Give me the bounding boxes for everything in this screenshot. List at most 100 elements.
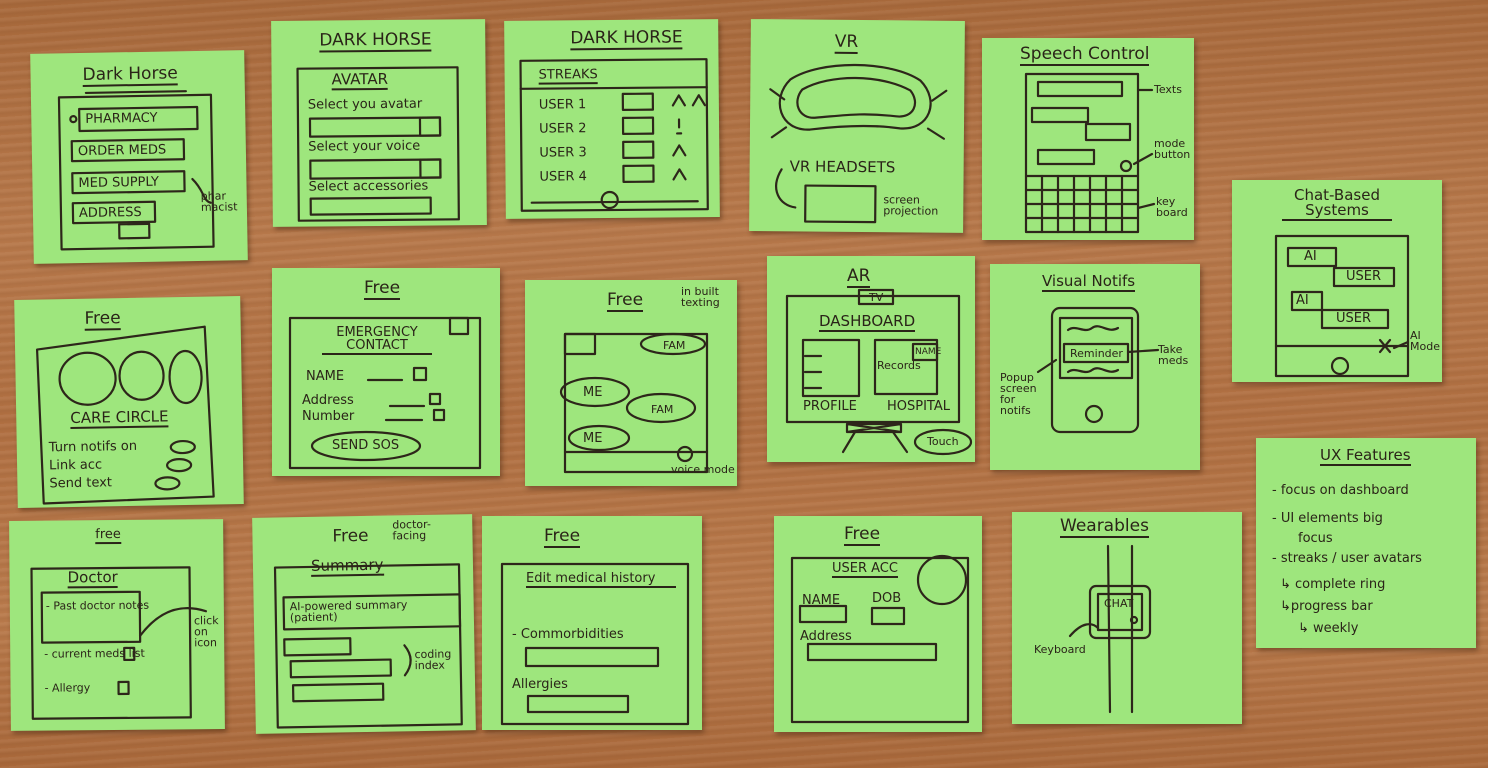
summary-sketch [273,563,463,729]
side-label: in built texting [681,285,720,309]
note-title: Free [607,290,644,312]
wearables-sketch [1068,544,1152,714]
summary-text: AI-powered summary (patient) [289,598,408,625]
note-heading: AVATAR [331,69,389,91]
side-label: AI Mode [1410,329,1440,353]
care-circle-sketch [35,325,215,505]
chat-sketch [1274,234,1410,378]
menu-item: ADDRESS [78,204,142,222]
avatar-sketch [296,66,460,222]
chat-bubble-me: ME [583,431,603,446]
note-heading: EMERGENCY CONTACT [322,326,432,355]
sticky-note-texting: Free in built texting FAM ME FAM ME voic… [525,280,737,486]
tv-label: TV [869,291,884,304]
texting-sketch [559,332,709,474]
vr-sketch [769,63,948,224]
side-label: phar macist [200,189,238,214]
side-label: key board [1156,195,1188,219]
field-label: DOB [872,591,902,606]
feature-line: ↳ complete ring [1280,577,1386,592]
sketch-label: VR HEADSETS [789,157,896,177]
field-label: NAME [802,593,841,608]
sticky-note-medical-history: Free Edit medical history - Commorbiditi… [482,516,702,730]
sketch-line: Select you avatar [307,96,423,113]
speech-sketch [1024,72,1156,234]
streak-user: USER 4 [539,169,587,185]
sticky-note-ar-dashboard: AR TV DASHBOARD Records NAME PROFILE HOS… [767,256,975,462]
sticky-note-avatar: DARK HORSE AVATAR Select you avatar Sele… [271,19,487,227]
name-label: NAME [915,347,942,357]
menu-item: PHARMACY [85,110,158,127]
medical-history-sketch [500,562,690,726]
care-circle-option: Turn notifs on [48,438,138,456]
form-field-label: Address [302,393,354,408]
chat-bubble-fam: FAM [663,339,686,352]
care-circle-option: Send text [49,475,113,492]
note-title: Free [364,278,401,300]
doctor-sketch [30,566,207,720]
streak-user: USER 1 [538,97,587,113]
side-label: doctor-facing [392,517,431,543]
form-field-label: NAME [306,369,345,384]
user-account-sketch [790,554,970,724]
feature-line: focus [1298,531,1333,546]
field-label: Address [800,629,852,644]
sos-button: SEND SOS [332,438,400,453]
sketch-line: Select your voice [308,138,421,155]
streak-user: USER 2 [539,121,587,137]
doctor-item: - Past doctor notes [45,598,150,613]
streaks-sketch [519,58,709,212]
history-line: - Commorbidities [512,627,624,642]
hospital-label: HOSPITAL [887,399,951,414]
chat-bubble-user: USER [1336,311,1372,326]
sticky-note-vr: VR VR HEADSETS screen projection [749,19,965,233]
note-heading: CARE CIRCLE [70,407,169,430]
note-title: Dark Horse [82,63,179,87]
feature-line: - UI elements big [1272,511,1383,526]
note-heading: DASHBOARD [819,312,916,332]
menu-item: MED SUPPLY [78,174,160,192]
sticky-note-wearables: Wearables CHAT Keyboard [1012,512,1242,724]
menu-item: ORDER MEDS [77,142,167,160]
note-title: DARK HORSE [570,27,683,51]
records-label: Records [877,359,921,372]
note-heading: USER ACC [832,561,898,578]
chat-bubble-ai: AI [1304,249,1317,264]
side-label: mode button [1154,137,1191,161]
note-title: Free [844,524,881,546]
chat-bubble-fam: FAM [651,403,674,416]
doctor-item: - Allergy [44,681,91,695]
note-title: free [95,526,121,545]
reminder-label: Reminder [1070,347,1123,360]
feature-line: - focus on dashboard [1272,483,1409,498]
side-label: Popup screen for notifs [1000,371,1037,417]
note-title: Visual Notifs [1042,272,1136,292]
feature-line: ↳ weekly [1298,621,1359,636]
side-label: coding index [414,647,452,673]
chat-label: CHAT [1104,597,1134,610]
note-title: Free [544,526,581,548]
ar-sketch [785,288,973,456]
chat-bubble-me: ME [583,385,603,400]
care-circle-option: Link acc [48,457,103,474]
visual-notifs-sketch [1036,306,1160,434]
note-heading: Doctor [67,567,118,589]
sticky-note-pharmacy: Dark Horse PHARMACY ORDER MEDS MED SUPPL… [30,50,248,264]
profile-label: PROFILE [803,399,857,414]
note-heading: STREAKS [538,67,598,85]
chat-bubble-ai: AI [1296,293,1309,308]
note-heading: Summary [310,555,384,577]
note-title: Free [84,308,121,331]
sticky-note-speech-control: Speech Control Texts mode button key boa… [982,38,1194,240]
note-heading: Edit medical history [526,572,676,588]
note-title: VR [834,31,859,55]
side-label: screen projection [883,193,939,218]
pharmacy-sketch [57,90,215,251]
form-field-label: Number [302,409,355,424]
sticky-note-streaks: DARK HORSE STREAKS USER 1 USER 2 USER 3 … [504,19,720,219]
side-label: click on icon [193,614,219,650]
sticky-note-user-account: Free USER ACC NAME DOB Address [774,516,982,732]
note-title: Free [332,525,369,547]
note-title: UX Features [1320,446,1411,466]
side-label: Keyboard [1034,643,1086,656]
